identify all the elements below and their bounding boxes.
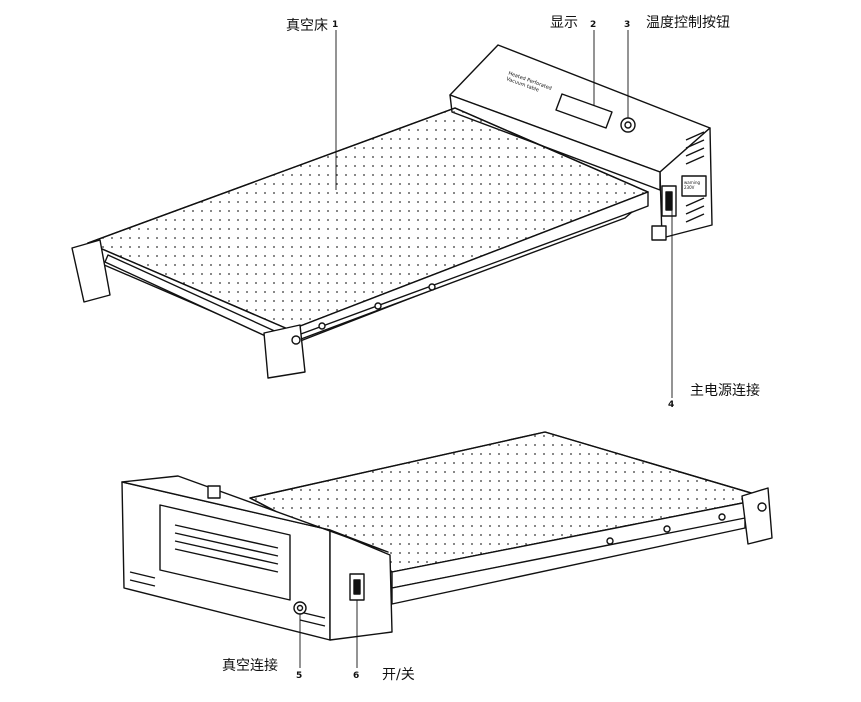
callout-2-number: 2 bbox=[590, 20, 597, 30]
leader-lines-top bbox=[335, 30, 673, 398]
warning-sticker: warning 230V bbox=[684, 180, 700, 190]
temperature-knob bbox=[620, 117, 636, 133]
table-legs bbox=[71, 239, 306, 379]
callout-1-number: 1 bbox=[332, 20, 339, 30]
callout-5-number: 5 bbox=[296, 671, 303, 681]
bottom-view bbox=[121, 431, 773, 668]
vacuum-bed bbox=[87, 107, 649, 346]
callout-4-number: 4 bbox=[668, 400, 675, 410]
callout-3-number: 3 bbox=[624, 20, 631, 30]
callout-2-label: 显示 bbox=[550, 15, 578, 31]
callout-5-label: 真空连接 bbox=[222, 658, 278, 674]
warning-line1: warning bbox=[684, 180, 701, 185]
callout-6-label: 开/关 bbox=[382, 667, 415, 683]
leader-lines-bottom bbox=[299, 600, 358, 668]
warning-line2: 230V bbox=[684, 185, 695, 190]
callout-6-number: 6 bbox=[353, 671, 360, 681]
callout-1-label: 真空床 bbox=[286, 18, 328, 34]
display-window bbox=[555, 93, 613, 129]
callout-4-label: 主电源连接 bbox=[690, 383, 760, 399]
top-view bbox=[71, 30, 713, 398]
control-housing-rear bbox=[121, 475, 393, 641]
callout-3-label: 温度控制按钮 bbox=[646, 15, 730, 31]
